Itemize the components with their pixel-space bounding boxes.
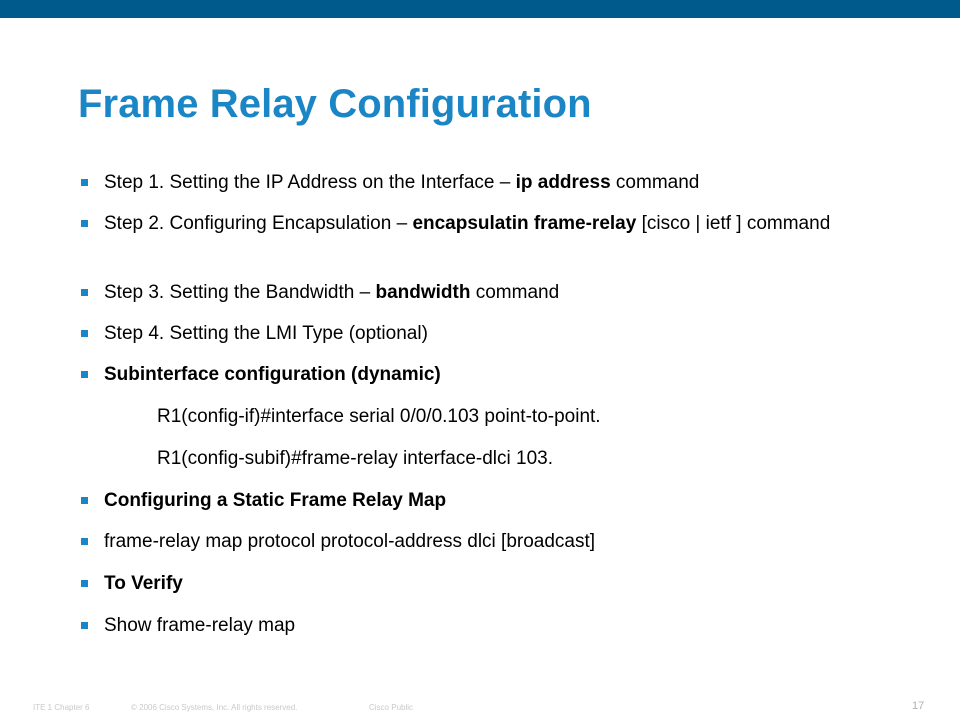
bullet-step-1: Step 1. Setting the IP Address on the In…: [81, 171, 700, 195]
command-line-2: R1(config-subif)#frame-relay interface-d…: [157, 448, 553, 469]
step-1-suffix: command: [610, 172, 700, 193]
show-command-text: Show frame-relay map: [104, 615, 296, 636]
bullet-square-icon: [81, 622, 88, 629]
bullet-square-icon: [81, 330, 88, 337]
footer-chapter: ITE 1 Chapter 6: [33, 703, 90, 712]
bullet-step-4: Step 4. Setting the LMI Type (optional): [81, 322, 428, 346]
step-3-text: Step 3. Setting the Bandwidth –: [104, 282, 376, 303]
step-2-command: encapsulatin frame-relay: [412, 213, 637, 234]
bullet-static-map: Configuring a Static Frame Relay Map: [81, 489, 447, 513]
step-1-command: ip address: [515, 172, 611, 193]
subinterface-heading: Subinterface configuration (dynamic): [104, 364, 441, 385]
bullet-map-syntax: frame-relay map protocol protocol-addres…: [81, 530, 596, 554]
step-2-text: Step 2. Configuring Encapsulation –: [104, 213, 413, 234]
footer-classification: Cisco Public: [369, 703, 414, 712]
static-map-heading: Configuring a Static Frame Relay Map: [104, 490, 447, 511]
verify-heading: To Verify: [104, 573, 183, 594]
bullet-square-icon: [81, 371, 88, 378]
top-banner: [0, 0, 960, 18]
step-2-suffix: [cisco | ietf ] command: [636, 213, 831, 234]
map-syntax-text: frame-relay map protocol protocol-addres…: [104, 531, 596, 552]
command-line-1: R1(config-if)#interface serial 0/0/0.103…: [157, 406, 601, 427]
bullet-square-icon: [81, 497, 88, 504]
bullet-square-icon: [81, 580, 88, 587]
step-1-text: Step 1. Setting the IP Address on the In…: [104, 172, 516, 193]
step-3-command: bandwidth: [375, 282, 471, 303]
step-3-suffix: command: [470, 282, 560, 303]
step-4-text: Step 4. Setting the LMI Type (optional): [104, 323, 428, 344]
footer-copyright: © 2006 Cisco Systems, Inc. All rights re…: [131, 703, 298, 712]
bullet-square-icon: [81, 289, 88, 296]
bullet-square-icon: [81, 538, 88, 545]
bullet-subinterface: Subinterface configuration (dynamic): [81, 363, 441, 387]
bullet-square-icon: [81, 220, 88, 227]
bullet-square-icon: [81, 179, 88, 186]
slide-title: Frame Relay Configuration: [78, 82, 592, 126]
bullet-step-3: Step 3. Setting the Bandwidth – bandwidt…: [81, 281, 560, 305]
page-number: 17: [912, 700, 925, 712]
bullet-show: Show frame-relay map: [81, 614, 296, 638]
bullet-step-2: Step 2. Configuring Encapsulation – enca…: [81, 212, 844, 236]
bullet-verify: To Verify: [81, 572, 183, 596]
